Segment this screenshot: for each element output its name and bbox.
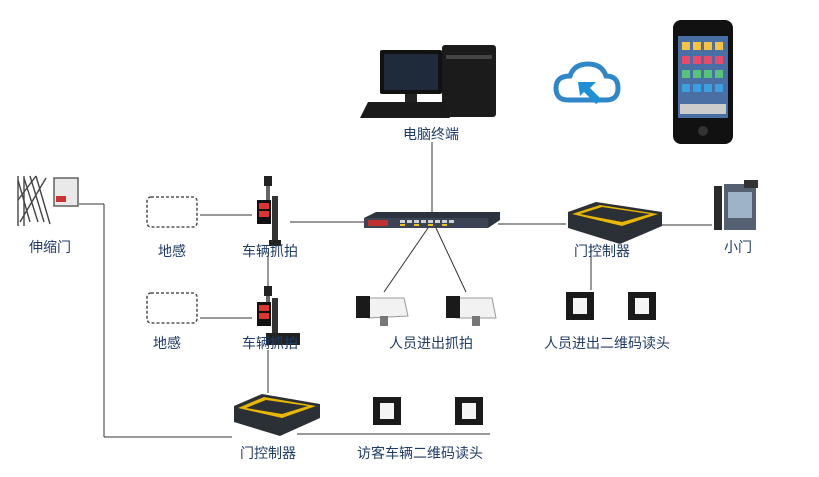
retractable-gate-label: 伸缩门 <box>29 240 71 256</box>
ground-loop-label: 地感 <box>153 336 181 352</box>
door-controller-label: 门控制器 <box>574 244 630 260</box>
retractable-gate-icon <box>17 175 79 226</box>
bullet-camera-icon <box>356 296 409 326</box>
vehicle-capture-label: 车辆抓拍 <box>242 336 298 352</box>
qr-reader-icon <box>455 397 483 425</box>
vehicle-capture-pole-icon <box>257 176 281 246</box>
smartphone-icon <box>673 20 733 144</box>
qr-reader-icon <box>566 292 594 320</box>
cloud-upload-icon <box>553 61 621 104</box>
qr-reader-icon <box>628 292 656 320</box>
turnstile-gate-icon <box>714 180 758 230</box>
person-qr-reader-label: 人员进出二维码读头 <box>544 336 670 352</box>
small-gate-label: 小门 <box>724 240 752 256</box>
vehicle-capture-pole-icon <box>257 286 300 345</box>
person-capture-label: 人员进出抓拍 <box>389 336 473 352</box>
computer-terminal-label: 电脑终端 <box>403 127 459 143</box>
ground-loop-label: 地感 <box>158 244 186 260</box>
visitor-qr-reader-label: 访客车辆二维码读头 <box>357 446 483 462</box>
desktop-computer-icon <box>360 45 496 118</box>
door-controller-label: 门控制器 <box>240 446 296 462</box>
ground-loop-icon <box>146 292 198 324</box>
door-controller-icon <box>568 202 662 244</box>
door-controller-icon <box>234 394 320 436</box>
vehicle-capture-label: 车辆抓拍 <box>242 244 298 260</box>
bullet-camera-icon <box>446 296 497 326</box>
connection-lines <box>79 142 712 438</box>
ground-loop-icon <box>146 196 198 228</box>
network-switch-icon <box>364 212 500 228</box>
qr-reader-icon <box>373 397 401 425</box>
